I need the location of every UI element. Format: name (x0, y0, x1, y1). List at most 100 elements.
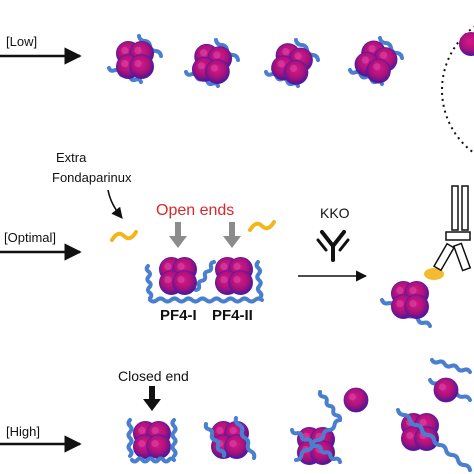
pf4-monomer-highlight (121, 46, 129, 55)
heparin-strand-low-4b (378, 36, 404, 60)
pf4-i-tetramer (158, 256, 198, 296)
high-row-complexes (126, 358, 472, 472)
pf4-monomer-highlight (229, 426, 237, 434)
pf4-monomer-highlight (164, 262, 172, 270)
pf4-monomer-highlight (406, 432, 414, 440)
high-tetramer-closed (132, 420, 172, 460)
pf4-monomer-highlight (121, 60, 129, 68)
optimal-row-complexes (144, 256, 264, 304)
heparin-strand-high-2b (233, 416, 257, 460)
pf4-monomer (283, 60, 309, 85)
pf4-monomer (366, 58, 391, 84)
heparin-strand-high-3b (317, 390, 343, 422)
bound-fondaparinux (424, 268, 444, 280)
pf4-monomer-highlight (294, 52, 302, 60)
pf4-monomer-highlight (373, 63, 381, 71)
fondaparinux-strand-left (110, 230, 138, 242)
open-ends-label: Open ends (156, 202, 234, 219)
row-optimal-label: [Optimal] (4, 230, 56, 245)
pf4-monomer-highlight (213, 51, 221, 59)
pf4-monomer-highlight (409, 300, 417, 308)
pf4-monomer-highlight (409, 286, 417, 294)
pf4-ii-tetramer (214, 256, 254, 296)
pf4-monomer-highlight (216, 426, 224, 434)
pf4-monomer-highlight (396, 286, 404, 294)
pf4-monomer (433, 377, 459, 403)
bound-antibody-icon (433, 185, 472, 272)
closed-end-arrow (143, 386, 161, 411)
pf4-monomer-highlight (134, 60, 142, 68)
low-tetramer-3 (271, 43, 313, 85)
high-tetramer-4 (400, 412, 440, 452)
pf4-ii-label: PF4-II (212, 307, 253, 324)
kko-label: KKO (320, 205, 350, 221)
heparin-strand-high-3a (290, 428, 342, 464)
heparin-strand-opt-bottom (148, 296, 264, 304)
pf4-monomer-highlight (396, 300, 404, 308)
pf4-monomer (228, 270, 254, 296)
heparin-strand-high-4b (430, 358, 472, 374)
pf4-monomer-highlight (368, 44, 376, 53)
pf4-monomer-highlight (379, 51, 387, 59)
heparin-strand-high-1c (130, 456, 176, 464)
pf4-monomer-highlight (220, 262, 228, 270)
pf4-monomer-highlight (419, 418, 427, 426)
low-row-complexes (107, 34, 404, 88)
pf4-monomer-highlight (151, 426, 159, 434)
kko-antibody-icon (316, 230, 350, 262)
pf4-monomer-highlight (210, 64, 218, 72)
low-tetramer-4 (354, 40, 398, 84)
pf4-monomer-highlight (289, 64, 298, 73)
pf4-monomer-highlight (177, 262, 185, 270)
pf4-monomer (204, 59, 230, 85)
pf4-monomer-highlight (348, 393, 356, 401)
low-tetramer-1 (115, 41, 155, 79)
pf4-monomer-highlight (151, 440, 159, 448)
heparin-strand-high-2a (203, 422, 227, 458)
extra-fondaparinux-label-line2: Fondaparinux (52, 170, 132, 185)
pf4-monomer-highlight (361, 56, 369, 64)
heparin-strand-high-3c (294, 418, 342, 462)
bound-tetramer (390, 280, 430, 320)
pf4-monomer-highlight (138, 426, 146, 434)
row-high-label: [High] (6, 424, 40, 439)
pf4-monomer (129, 54, 155, 79)
pf4-monomer-highlight (177, 276, 185, 284)
heparin-strand-high-4a (396, 408, 472, 472)
pf4-i-label: PF4-I (160, 307, 197, 324)
heparin-strand-high-1a (126, 418, 134, 458)
heparin-strand-opt-right (254, 260, 264, 300)
row-low-label: [Low] (6, 34, 37, 49)
open-end-arrow-right (223, 222, 241, 248)
pf4-monomer-highlight (138, 440, 146, 448)
pf4-monomer-highlight (220, 276, 228, 284)
pf4-monomer-highlight (197, 62, 205, 70)
low-tetramer-2 (191, 43, 233, 85)
open-end-arrow-left (169, 222, 187, 248)
closed-end-label: Closed end (118, 368, 189, 384)
heparin-strand-high-1b (170, 418, 178, 458)
pf4-monomer (404, 294, 430, 320)
pf4-monomer-highlight (233, 262, 241, 270)
extra-fondaparinux-label-line1: Extra (56, 150, 87, 165)
pf4-monomer-highlight (233, 276, 241, 284)
pf4-monomer (414, 426, 440, 452)
heparin-strand-opt-left (144, 264, 154, 300)
pf4-monomer (343, 387, 369, 413)
pf4-monomer-highlight (229, 440, 237, 448)
pf4-monomer-highlight (134, 46, 142, 55)
heparin-strand-opt-middle (194, 260, 216, 292)
pf4-monomer-highlight (200, 49, 208, 57)
pf4-monomer-highlight (282, 47, 290, 56)
cropped-complex-top-right (459, 32, 474, 56)
fondaparinux-strand-right (248, 220, 276, 232)
pf4-monomer (146, 434, 172, 460)
pf4-monomer-highlight (438, 383, 446, 391)
pf4-monomer (172, 270, 198, 296)
pf4-monomer-highlight (164, 276, 172, 284)
extra-fondaparinux-pointer (107, 189, 123, 219)
antibody-bound-complex (380, 185, 472, 328)
pf4-monomer-highlight (277, 60, 285, 68)
